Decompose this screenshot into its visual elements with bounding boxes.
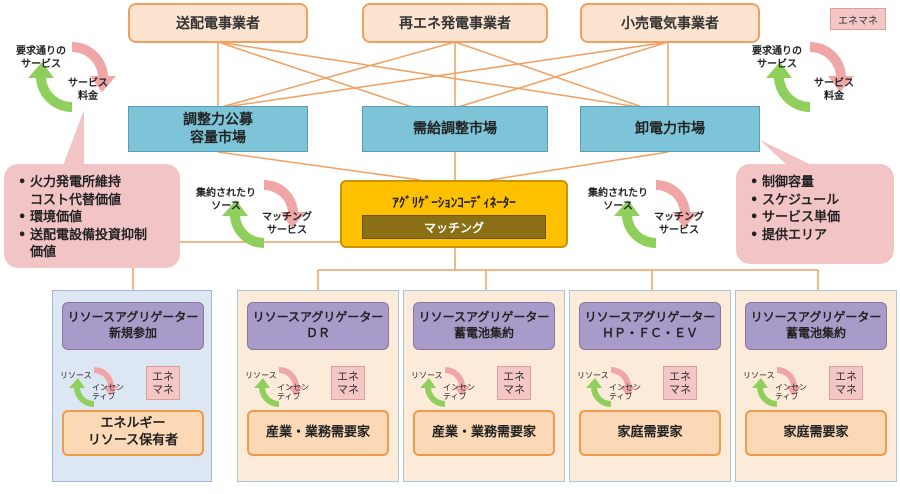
enemane-box: エネマネ [146, 366, 180, 400]
enemane-tag: エネマネ [830, 8, 886, 30]
player-transmission: 送配電事業者 [128, 3, 308, 43]
market-balancing-line1: 調整力公募 [183, 111, 253, 128]
player-renewable: 再エネ発電事業者 [362, 3, 548, 43]
cycle-mid-left-label-a: 集約されたりソース [196, 188, 256, 212]
market-balancing-capacity: 調整力公募 容量市場 [128, 106, 308, 152]
cycle-arrows-icon [752, 366, 802, 407]
callout-left-item: 環境価値 [18, 209, 168, 227]
cycle-small-label-incentive: インセンティブ [775, 383, 807, 401]
callout-value-left: 火力発電所維持 コスト代替価値 環境価値 送配電設備投資抑制 価値 [4, 164, 180, 268]
cycle-arrows-icon [69, 366, 119, 407]
cycle-left-label-a: 要求通りのサービス [16, 46, 66, 70]
cycle-arrows-icon [254, 366, 304, 407]
cycle-mid-left-label-b: マッチングサービス [262, 212, 312, 236]
resource-aggregator: リソースアグリゲーター蓄電池集約 [413, 302, 555, 350]
cycle-arrows-icon [222, 179, 306, 249]
cycle-right-label-a: 要求通りのサービス [752, 46, 802, 70]
cycle-small-label-resource: リソース [577, 371, 609, 380]
cycle-small-label-incentive: インセンティブ [443, 383, 475, 401]
callout-left-item-cont: コスト代替価値 [30, 192, 122, 208]
enemane-box: エネマネ [663, 366, 697, 400]
cycle-matching-left: 集約されたりソース マッチングサービス [196, 176, 332, 252]
callout-conditions-right: 制御容量 スケジュール サービス単価 提供エリア [736, 164, 894, 264]
resource-holder: 家庭需要家 [745, 410, 887, 456]
cycle-arrows-icon [420, 366, 470, 407]
cycle-matching-right: 集約されたりソース マッチングサービス [588, 176, 724, 252]
coordinator-title: ｱｸﾞﾘｹﾞｰｼｮﾝｺｰﾃﾞｨﾈｰﾀｰ [392, 196, 516, 211]
cycle-mid-right-label-b: マッチングサービス [654, 212, 704, 236]
cycle-mid-right-label-a: 集約されたりソース [588, 188, 648, 212]
cycle-small-label-resource: リソース [245, 371, 277, 380]
cycle-arrows-icon [28, 41, 116, 113]
callout-left-item: 火力発電所維持 [18, 174, 168, 192]
cycle-small-label-incentive: インセンティブ [609, 383, 641, 401]
callout-left-item-cont: 価値 [30, 245, 57, 261]
market-balancing-line2: 容量市場 [190, 130, 246, 146]
cycle-service-right: 要求通りのサービス サービス料金 [752, 36, 870, 118]
resource-holder: 家庭需要家 [579, 410, 721, 456]
callout-right-item: サービス単価 [750, 209, 882, 227]
callout-right-item: 提供エリア [750, 227, 882, 245]
cycle-right-label-b: サービス料金 [814, 78, 854, 102]
aggregation-coordinator: ｱｸﾞﾘｹﾞｰｼｮﾝｺｰﾃﾞｨﾈｰﾀｰ マッチング [340, 180, 568, 248]
cycle-small-label-incentive: インセンティブ [277, 383, 309, 401]
cycle-arrows-icon [766, 41, 854, 113]
coordinator-matching: マッチング [362, 215, 546, 239]
callout-right-item: 制御容量 [750, 174, 882, 192]
cycle-arrows-icon [614, 179, 698, 249]
cycle-small-label-resource: リソース [743, 371, 775, 380]
enemane-box: エネマネ [497, 366, 531, 400]
resource-aggregator: リソースアグリゲーター蓄電池集約 [745, 302, 887, 350]
player-retail: 小売電気事業者 [580, 3, 760, 43]
cycle-left-label-b: サービス料金 [68, 78, 108, 102]
enemane-box: エネマネ [829, 366, 863, 400]
cycle-small-label-incentive: インセンティブ [92, 383, 124, 401]
market-wholesale: 卸電力市場 [580, 106, 760, 152]
cycle-service-left: 要求通りのサービス サービス料金 [16, 36, 128, 118]
callout-left-item: 送配電設備投資抑制 [18, 227, 168, 245]
cycle-arrows-icon [586, 366, 636, 407]
callout-right-item: スケジュール [750, 192, 882, 210]
resource-holder: 産業・業務需要家 [413, 410, 555, 456]
cycle-small-label-resource: リソース [411, 371, 443, 380]
resource-aggregator: リソースアグリゲーター新規参加 [62, 302, 204, 350]
market-supply-demand: 需給調整市場 [362, 106, 548, 152]
resource-holder: エネルギーリソース保有者 [62, 410, 204, 456]
cycle-small-label-resource: リソース [60, 371, 92, 380]
enemane-box: エネマネ [331, 366, 365, 400]
resource-holder: 産業・業務需要家 [247, 410, 389, 456]
